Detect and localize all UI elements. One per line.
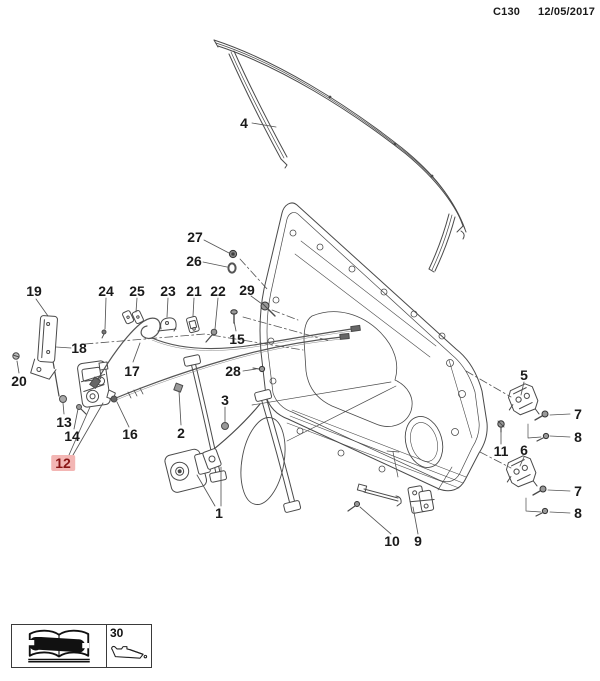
- callout-23[interactable]: 23: [160, 283, 176, 299]
- callout-7b[interactable]: 7: [574, 483, 582, 499]
- callout-7a[interactable]: 7: [574, 406, 582, 422]
- regulator-motor-drawing: [164, 448, 211, 493]
- screw-part-29: [260, 301, 276, 317]
- callout-18[interactable]: 18: [71, 340, 87, 356]
- door-check-strap-part-9: [356, 483, 435, 514]
- regulator-stud-part-2: [173, 382, 184, 393]
- lower-hinge-part-6: [505, 455, 538, 488]
- hinge-screw-part-7a: [534, 410, 549, 421]
- callout-9[interactable]: 9: [414, 533, 422, 549]
- callout-10[interactable]: 10: [384, 533, 400, 549]
- callout-20[interactable]: 20: [11, 373, 27, 389]
- callout-28[interactable]: 28: [225, 363, 241, 379]
- lock-bolt-part-14: [76, 404, 87, 415]
- clip-part-21: [186, 315, 200, 334]
- lock-cable-part-17: [89, 317, 361, 389]
- regulator-bolt-part-3: [221, 422, 229, 430]
- clip-parts-24-25: [122, 310, 144, 325]
- callout-1[interactable]: 1: [215, 505, 223, 521]
- window-regulator-drawing: [164, 354, 397, 513]
- diagram-date: 12/05/2017: [538, 6, 596, 18]
- glass-run-channel-drawing: [213, 39, 467, 273]
- callout-2[interactable]: 2: [177, 425, 185, 441]
- callout-19[interactable]: 19: [26, 283, 42, 299]
- assembly-direction-lines: [84, 258, 512, 469]
- lock-cable-part-16: [110, 332, 350, 403]
- callout-4[interactable]: 4: [240, 115, 248, 131]
- callout-15[interactable]: 15: [229, 331, 245, 347]
- clip-part-24-target: [101, 329, 107, 339]
- callout-5[interactable]: 5: [520, 367, 528, 383]
- callout-12[interactable]: 12: [51, 455, 75, 471]
- callout-16[interactable]: 16: [122, 426, 138, 442]
- callout-14[interactable]: 14: [64, 428, 80, 444]
- upper-hinge-part-5: [507, 383, 540, 416]
- leader-lines: [16, 122, 571, 535]
- hinge-screw-part-7b: [532, 485, 547, 496]
- callout-25[interactable]: 25: [129, 283, 145, 299]
- callout-21[interactable]: 21: [186, 283, 202, 299]
- bolt-part-28: [252, 365, 266, 373]
- oil-can-icon: [111, 645, 148, 659]
- door-panel-drawing: [259, 202, 488, 492]
- lock-bracket-part-19: [30, 315, 58, 380]
- check-strap-bolt-part-10: [347, 501, 360, 512]
- callout-24[interactable]: 24: [98, 283, 114, 299]
- callout-17[interactable]: 17: [124, 363, 140, 379]
- clip-part-23: [157, 317, 177, 332]
- nut-part-27: [228, 249, 238, 259]
- screw-part-20: [12, 352, 20, 360]
- hinge-screw-part-8a: [536, 432, 550, 442]
- callout-6[interactable]: 6: [520, 442, 528, 458]
- callout-26[interactable]: 26: [186, 253, 202, 269]
- legend-cell-oil: 30: [107, 625, 151, 667]
- legend-cell-service-manual: [12, 625, 107, 667]
- callout-22[interactable]: 22: [210, 283, 226, 299]
- bolt-part-22: [205, 328, 218, 343]
- callout-11[interactable]: 11: [493, 443, 509, 459]
- callout-8b[interactable]: 8: [574, 505, 582, 521]
- callout-8a[interactable]: 8: [574, 429, 582, 445]
- service-manual-book-wrench-icon: [27, 629, 90, 663]
- callout-27[interactable]: 27: [187, 229, 203, 245]
- legend-box: 30: [11, 624, 152, 668]
- lock-nut-part-13: [59, 395, 67, 403]
- callout-13[interactable]: 13: [56, 414, 72, 430]
- hinge-screw-part-8b: [535, 507, 549, 517]
- diagram-code: C130: [493, 6, 521, 18]
- callout-3[interactable]: 3: [221, 392, 229, 408]
- callout-29[interactable]: 29: [239, 282, 255, 298]
- legend-ref-number: 30: [110, 626, 124, 640]
- grommet-part-26: [227, 262, 237, 274]
